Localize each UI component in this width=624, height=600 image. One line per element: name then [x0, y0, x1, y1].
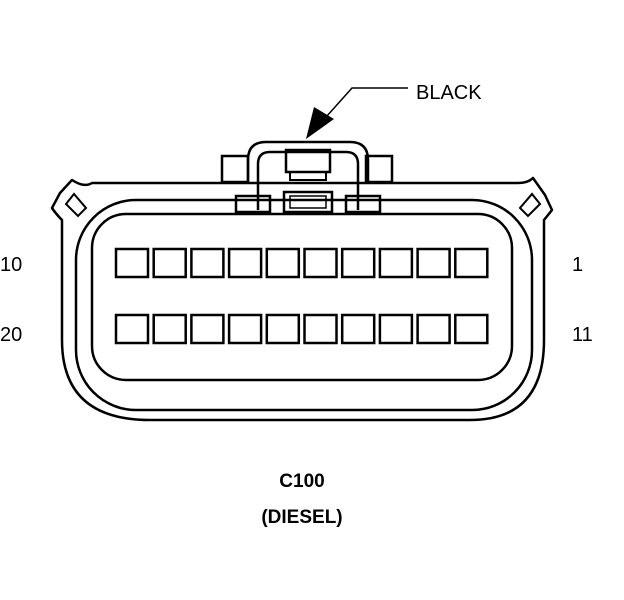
pin-cavity-3 — [378, 247, 414, 279]
pin-cavity-20 — [114, 313, 150, 345]
connector-middle-outline — [74, 198, 534, 412]
pin-cavity-9 — [152, 247, 187, 279]
pin-cavity-11 — [454, 313, 489, 345]
pin-label-10: 10 — [0, 254, 22, 276]
connector-variant: (DIESEL) — [261, 507, 342, 528]
pin-cavity-14 — [340, 313, 376, 345]
pin-cavity-1 — [454, 247, 489, 279]
pin-cavity-4 — [340, 247, 376, 279]
pin-cavity-7 — [227, 247, 263, 279]
left-latch-tab — [64, 192, 88, 218]
pin-label-1: 1 — [572, 254, 583, 276]
pin-cavities — [114, 247, 489, 345]
right-latch-tab — [518, 192, 542, 218]
connector-outer-shell — [50, 176, 554, 422]
pin-cavity-15 — [303, 313, 338, 345]
pin-label-20: 20 — [0, 324, 22, 346]
pin-cavity-10 — [114, 247, 150, 279]
pin-cavity-2 — [416, 247, 451, 279]
connector-inner-cavity — [90, 212, 514, 382]
color-leader-line — [317, 87, 408, 127]
pin-cavity-8 — [190, 247, 225, 279]
pin-cavity-5 — [303, 247, 338, 279]
pin-cavity-6 — [265, 247, 301, 279]
pin-cavity-13 — [378, 313, 414, 345]
pin-cavity-12 — [416, 313, 451, 345]
connector-name: C100 — [279, 471, 324, 492]
pin-cavity-16 — [265, 313, 301, 345]
pin-label-11: 11 — [572, 324, 593, 346]
connector-color-label: BLACK — [416, 82, 482, 104]
pin-cavity-17 — [227, 313, 263, 345]
pin-cavity-18 — [190, 313, 225, 345]
locking-hood — [220, 140, 394, 214]
color-leader-arrowhead — [306, 107, 334, 139]
pin-cavity-19 — [152, 313, 187, 345]
